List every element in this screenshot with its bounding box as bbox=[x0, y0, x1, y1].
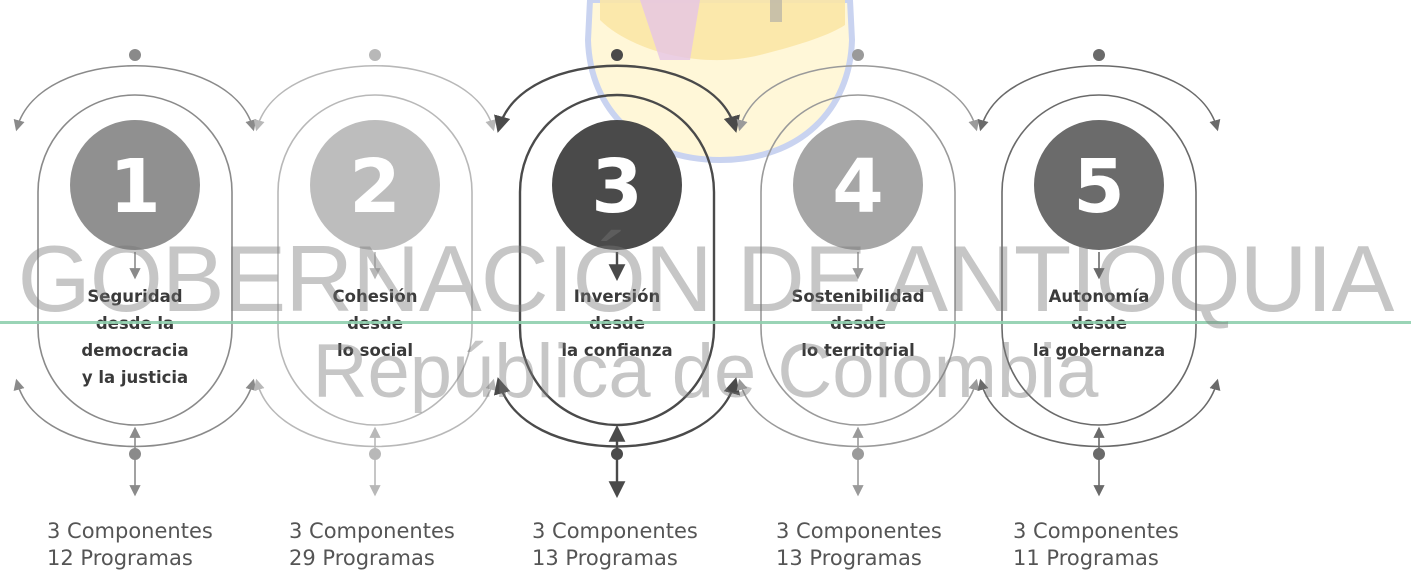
pillar-4-number: 4 bbox=[832, 144, 884, 230]
pillar-3-top-arc bbox=[494, 64, 740, 133]
pillar-5-programs: 11 Programas bbox=[1013, 546, 1159, 570]
pillar-1-capsule bbox=[37, 94, 233, 426]
pillar-3-number: 3 bbox=[591, 144, 643, 230]
pillar-2-number: 2 bbox=[349, 144, 401, 230]
pillar-1-bottom-dot bbox=[129, 448, 141, 460]
pillar-3: 3Inversióndesdela confianza bbox=[493, 49, 741, 499]
pillar-2-programs: 29 Programas bbox=[289, 546, 435, 570]
pillar-4-stats: 3 Componentes 13 Programas bbox=[776, 518, 942, 572]
pillar-2-top-dot bbox=[369, 49, 381, 61]
pillar-4-top-arc bbox=[736, 64, 980, 132]
pillar-2-number-circle bbox=[310, 120, 440, 250]
pillar-4-top-dot bbox=[852, 49, 864, 61]
pillar-4-bottom-dot bbox=[852, 448, 864, 460]
pillar-1-stats: 3 Componentes 12 Programas bbox=[47, 518, 213, 572]
pillar-3-top-dot bbox=[611, 49, 623, 61]
pillar-2-stats: 3 Componentes 29 Programas bbox=[289, 518, 455, 572]
pillar-5-number: 5 bbox=[1073, 144, 1125, 230]
pillar-5-title-line: la gobernanza bbox=[1033, 341, 1165, 360]
divider-line bbox=[0, 321, 1411, 324]
pillar-5-bottom-dot bbox=[1093, 448, 1105, 460]
pillar-1-title-line: Seguridad bbox=[87, 287, 182, 306]
pillar-1: 1Seguridaddesde lademocraciay la justici… bbox=[13, 49, 257, 497]
pillar-5-components: 3 Componentes bbox=[1013, 519, 1179, 543]
pillar-3-number-circle bbox=[552, 120, 682, 250]
pillar-4-programs: 13 Programas bbox=[776, 546, 922, 570]
pillar-4: 4Sostenibilidaddesdelo territorial bbox=[736, 49, 980, 497]
pillar-4-components: 3 Componentes bbox=[776, 519, 942, 543]
pillar-5-top-dot bbox=[1093, 49, 1105, 61]
pillar-3-bottom-dot bbox=[611, 448, 623, 460]
pillar-1-title-line: democracia bbox=[81, 341, 188, 360]
pillar-5-number-circle bbox=[1034, 120, 1164, 250]
pillar-2-components: 3 Componentes bbox=[289, 519, 455, 543]
pillar-4-title-line: Sostenibilidad bbox=[791, 287, 924, 306]
pillar-3-stats: 3 Componentes 13 Programas bbox=[532, 518, 698, 572]
pillar-2-title-line: Cohesión bbox=[333, 287, 418, 306]
pillar-3-title-line: Inversión bbox=[574, 287, 661, 306]
pillar-1-programs: 12 Programas bbox=[47, 546, 193, 570]
pillar-4-title-line: lo territorial bbox=[801, 341, 915, 360]
pillar-3-components: 3 Componentes bbox=[532, 519, 698, 543]
pillar-2-capsule bbox=[277, 94, 473, 426]
pillar-1-number-circle bbox=[70, 120, 200, 250]
pillar-1-top-arc bbox=[13, 64, 257, 132]
pillar-2-bottom-dot bbox=[369, 448, 381, 460]
pillar-5: 5Autonomíadesdela gobernanza bbox=[977, 49, 1221, 497]
pillar-1-top-dot bbox=[129, 49, 141, 61]
pillar-5-stats: 3 Componentes 11 Programas bbox=[1013, 518, 1179, 572]
pillar-5-capsule bbox=[1001, 94, 1197, 426]
pillar-5-title-line: Autonomía bbox=[1049, 287, 1150, 306]
pillar-4-capsule bbox=[760, 94, 956, 426]
pillar-2: 2Cohesióndesdelo social bbox=[253, 49, 497, 497]
pillar-2-top-arc bbox=[253, 64, 497, 132]
pillar-2-title-line: lo social bbox=[337, 341, 413, 360]
pillar-3-programs: 13 Programas bbox=[532, 546, 678, 570]
pillar-4-number-circle bbox=[793, 120, 923, 250]
pillar-3-title-line: la confianza bbox=[561, 341, 672, 360]
pillar-5-top-arc bbox=[977, 64, 1221, 132]
pillar-1-title-line: y la justicia bbox=[82, 368, 188, 387]
pillar-1-number: 1 bbox=[109, 144, 161, 230]
pillar-1-components: 3 Componentes bbox=[47, 519, 213, 543]
